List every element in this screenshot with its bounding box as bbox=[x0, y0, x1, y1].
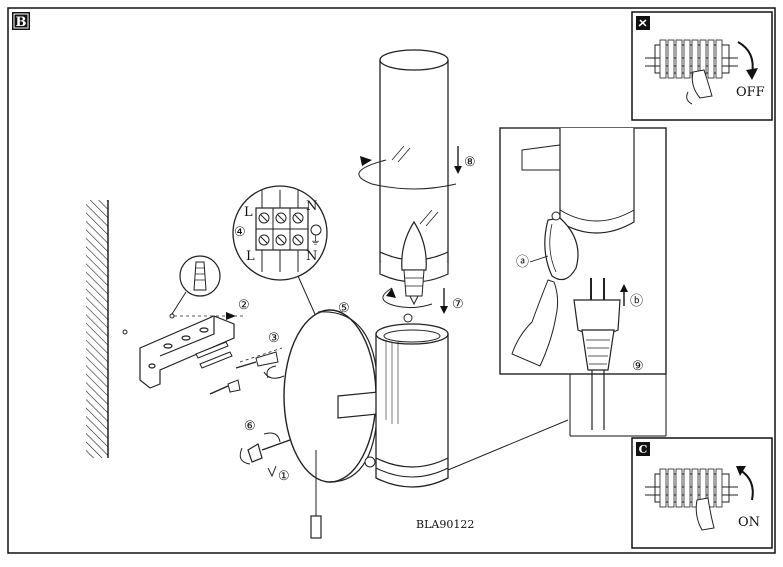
step-4: ④ bbox=[234, 225, 246, 240]
outer-frame bbox=[7, 7, 776, 554]
wall-plug-detail bbox=[171, 255, 221, 315]
step-6: ⑥ bbox=[244, 419, 256, 434]
mounting-bracket bbox=[139, 315, 235, 389]
on-arrow-head bbox=[736, 466, 746, 476]
on-label: ON bbox=[738, 515, 760, 530]
ground-icon: ⏚ bbox=[310, 234, 321, 247]
screw-icon bbox=[209, 351, 279, 395]
breaker-panel-top bbox=[645, 39, 738, 105]
inset-breaker-on: C ON bbox=[631, 437, 773, 549]
model-code: BLA90122 bbox=[416, 518, 474, 531]
section-label: B bbox=[16, 15, 27, 30]
terminal-top-right: N bbox=[306, 199, 317, 214]
terminal-block-detail: L N L N ⏚ ④ bbox=[232, 185, 328, 331]
off-label: OFF bbox=[736, 85, 765, 100]
label-b: ⓑ bbox=[630, 294, 643, 309]
step-8: ⑧ bbox=[464, 155, 476, 170]
step-9: ⑨ bbox=[632, 359, 644, 374]
inset-c-label: C bbox=[639, 443, 648, 456]
terminal-bottom-right: N bbox=[306, 249, 317, 264]
breaker-off-icon bbox=[636, 16, 650, 30]
step-7: ⑦ bbox=[452, 297, 464, 312]
label-a: ⓐ bbox=[516, 255, 529, 270]
fixing-screw-icon bbox=[239, 439, 291, 465]
plug-detail-inset: ⓑ ⓐ ⑨ bbox=[499, 127, 667, 437]
pull-cord-weight bbox=[310, 515, 322, 539]
rotate-arrow-bulb bbox=[382, 287, 433, 309]
step-5: ⑤ bbox=[338, 301, 350, 316]
step-1: ① bbox=[278, 469, 290, 484]
bulb-icon bbox=[401, 220, 427, 306]
section-badge: B bbox=[12, 12, 30, 30]
terminal-top-left: L bbox=[244, 205, 253, 220]
lamp-base-cylinder bbox=[364, 313, 449, 488]
hand-illustration bbox=[511, 279, 559, 367]
inset-breaker-off: OFF bbox=[631, 11, 773, 121]
off-arrow-head bbox=[746, 68, 758, 80]
lamp-wall-disc bbox=[283, 309, 379, 483]
breaker-on-icon bbox=[645, 468, 738, 531]
plug-icon bbox=[573, 278, 621, 430]
rotate-arrow-top bbox=[358, 159, 457, 190]
step-2: ② bbox=[238, 298, 250, 313]
terminal-bottom-left: L bbox=[246, 249, 255, 264]
breaker-on-badge: C bbox=[636, 442, 650, 456]
step-3: ③ bbox=[268, 331, 280, 346]
wall-hatch bbox=[86, 200, 109, 458]
